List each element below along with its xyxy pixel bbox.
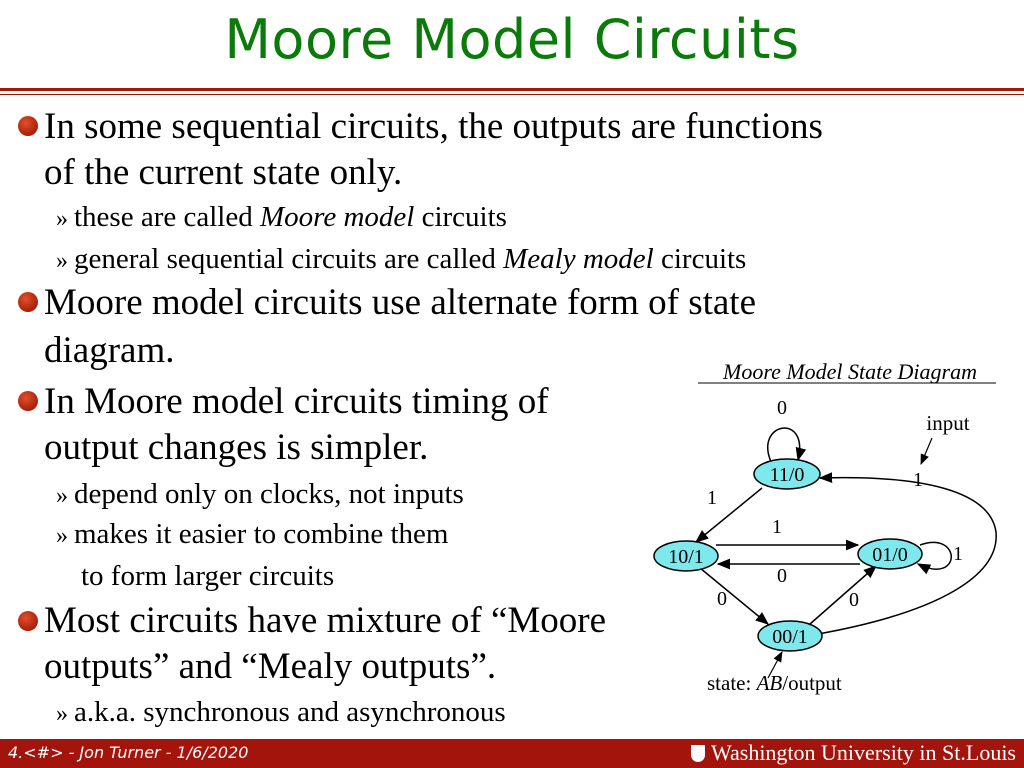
- edge-label-00-to-01: 0: [849, 589, 859, 611]
- svg-text:01/0: 01/0: [872, 544, 908, 566]
- bullet-4-line-2: outputs” and “Mealy outputs”.: [44, 646, 497, 687]
- bullet-dot-icon: [18, 611, 38, 631]
- bullet-dot-icon: [18, 391, 38, 411]
- edge-label-10-to-01: 1: [772, 516, 782, 538]
- sub-bullet-4-cont: to form larger circuits: [81, 560, 335, 592]
- sub-marker-icon: »: [56, 523, 68, 549]
- footer-bar: 4.<#> - Jon Turner - 1/6/2020 Washington…: [0, 739, 1024, 768]
- bullet-dot-icon: [18, 116, 38, 136]
- state-10: 10/1: [653, 540, 719, 572]
- footer-slide-info: 4.<#> - Jon Turner - 1/6/2020: [8, 743, 249, 762]
- sub-marker-icon: »: [56, 206, 68, 232]
- footer-university: Washington University in St.Louis: [690, 740, 1016, 766]
- edge-label-00-to-11: 1: [913, 469, 923, 491]
- edge-label-11-to-10: 1: [707, 487, 717, 509]
- svg-text:00/1: 00/1: [772, 626, 808, 648]
- bullet-3-line-2: output changes is simpler.: [44, 427, 429, 468]
- input-annotation: input: [926, 411, 969, 435]
- input-pointer: [920, 437, 933, 465]
- bullet-1-line-1: In some sequential circuits, the outputs…: [44, 106, 823, 147]
- edge-00-to-11: [817, 472, 997, 635]
- sub-bullet-2: »general sequential circuits are called …: [56, 243, 747, 275]
- state-11: 11/0: [753, 458, 821, 490]
- slide-title: Moore Model Circuits: [224, 8, 800, 71]
- diagram-caption: Moore Model State Diagram: [722, 359, 977, 384]
- moore-state-diagram: Moore Model State Diagram 0 1 1 0 1 0 0 …: [640, 350, 1024, 710]
- edge-label-01-to-10: 0: [777, 565, 787, 587]
- state-annotation: state: AB/output: [707, 671, 842, 695]
- sub-marker-icon: »: [56, 701, 68, 727]
- bullet-2-line-2: diagram.: [44, 330, 175, 371]
- bullet-dot-icon: [18, 292, 38, 312]
- state-pointer: [767, 651, 783, 679]
- state-00: 00/1: [757, 620, 823, 652]
- university-shield-icon: [690, 745, 705, 762]
- title-rule-thin: [0, 94, 1024, 95]
- edge-label-self-01: 1: [953, 543, 963, 565]
- edge-label-10-to-00: 0: [717, 588, 727, 610]
- sub-bullet-5: »a.k.a. synchronous and asynchronous: [56, 696, 506, 728]
- state-01: 01/0: [857, 538, 923, 570]
- bullet-4-line-1: Most circuits have mixture of “Moore: [44, 600, 607, 641]
- bullet-1-line-2: of the current state only.: [44, 152, 403, 193]
- bullet-3-line-1: In Moore model circuits timing of: [44, 381, 549, 422]
- sub-bullet-3: »depend only on clocks, not inputs: [56, 478, 464, 510]
- sub-marker-icon: »: [56, 483, 68, 509]
- edge-self-11: [767, 427, 807, 465]
- edge-self-01: [916, 541, 952, 575]
- sub-bullet-4: »makes it easier to combine them: [56, 518, 449, 550]
- edge-10-to-00: [699, 567, 770, 625]
- edge-00-to-01: [809, 565, 878, 625]
- footer-university-name: Washington University in St.Louis: [710, 740, 1016, 765]
- bullet-2-line-1: Moore model circuits use alternate form …: [44, 282, 756, 323]
- edge-label-self-11: 0: [777, 397, 787, 419]
- title-rule: [0, 88, 1024, 91]
- sub-marker-icon: »: [56, 248, 68, 274]
- sub-bullet-1: »these are called Moore model circuits: [56, 201, 507, 233]
- svg-text:10/1: 10/1: [668, 546, 704, 568]
- svg-text:11/0: 11/0: [770, 464, 805, 486]
- edge-11-to-10: [694, 487, 763, 543]
